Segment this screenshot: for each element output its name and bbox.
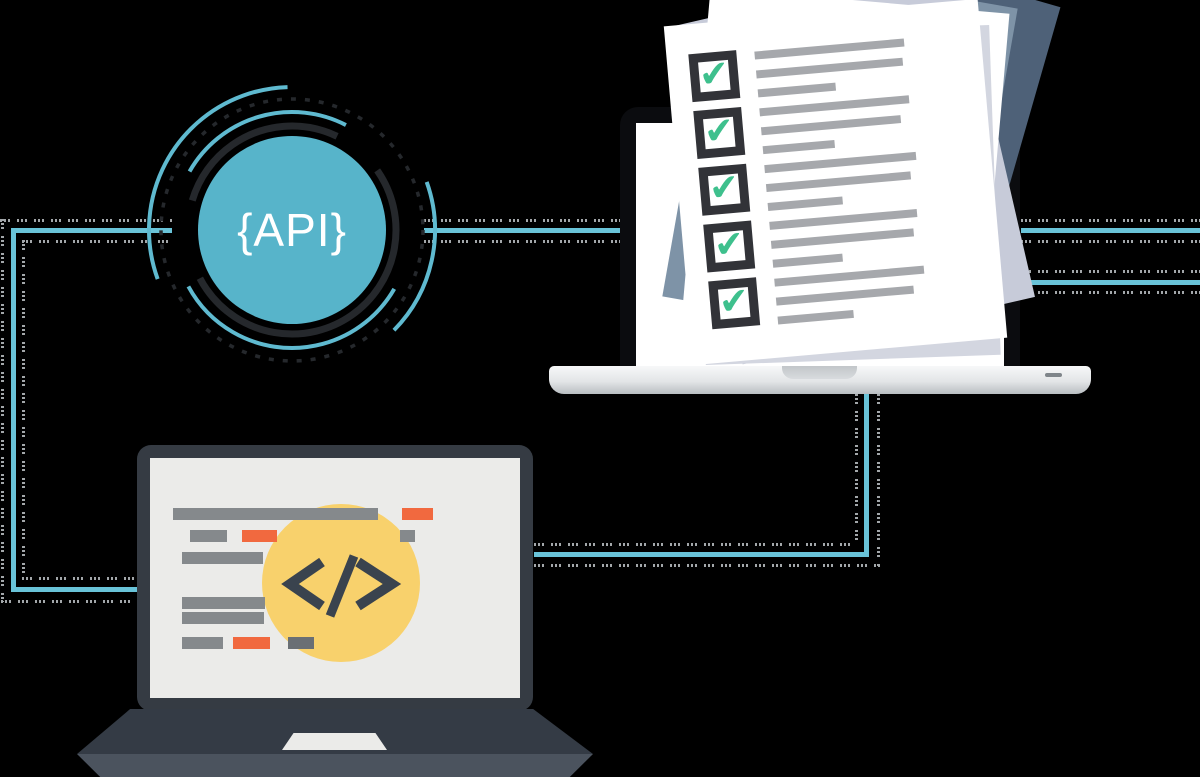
checklist-text-lines xyxy=(774,263,928,325)
text-line xyxy=(760,115,902,136)
checklist-text-lines xyxy=(769,206,921,268)
text-line xyxy=(765,171,912,193)
dashed-line xyxy=(424,240,621,243)
checkbox: ✔ xyxy=(708,277,761,330)
text-line xyxy=(769,209,918,230)
bottom-laptop-front-edge xyxy=(77,754,593,777)
top-laptop-base xyxy=(549,366,1091,394)
dashed-line xyxy=(534,564,880,567)
checklist-paper: ✔ ✔ ✔ ✔ ✔ xyxy=(663,0,1008,366)
code-bar xyxy=(182,552,263,564)
dashed-line xyxy=(22,577,137,580)
dashed-line xyxy=(1021,291,1200,294)
teal-line xyxy=(1021,228,1200,233)
code-bar xyxy=(233,637,270,649)
code-bar xyxy=(288,637,314,649)
code-badge xyxy=(262,504,420,662)
text-line xyxy=(767,196,843,211)
code-icon xyxy=(281,554,402,618)
api-badge-label: {API} xyxy=(237,204,347,256)
bottom-laptop-screen xyxy=(150,458,520,698)
text-line xyxy=(764,151,917,174)
code-bar xyxy=(190,530,227,542)
check-icon: ✔ xyxy=(702,109,736,154)
checkbox: ✔ xyxy=(703,220,756,273)
api-badge: {API} xyxy=(198,136,386,324)
check-icon: ✔ xyxy=(717,280,751,324)
code-bar xyxy=(402,508,433,520)
text-line xyxy=(772,253,843,268)
api-orbit-arcs-icon xyxy=(147,85,437,375)
teal-line xyxy=(11,587,137,592)
checklist-text-lines xyxy=(764,149,920,211)
text-line xyxy=(777,309,854,325)
dashed-line xyxy=(1,219,4,602)
dashed-line xyxy=(1021,270,1200,273)
check-icon: ✔ xyxy=(712,223,746,267)
dashed-line xyxy=(0,219,172,222)
code-bar xyxy=(182,597,265,609)
checkbox: ✔ xyxy=(698,163,751,216)
checklist-text-lines xyxy=(759,92,913,155)
checklist-rows: ✔ ✔ ✔ ✔ ✔ xyxy=(688,29,1004,330)
checklist-text-lines xyxy=(754,36,908,98)
text-line xyxy=(774,265,925,287)
dashed-line xyxy=(22,240,172,243)
code-bars xyxy=(150,458,520,698)
teal-line xyxy=(1021,280,1200,285)
teal-line xyxy=(864,394,869,557)
dashed-line xyxy=(877,394,880,568)
text-line xyxy=(762,139,836,155)
checkbox: ✔ xyxy=(693,106,746,159)
code-bar xyxy=(400,530,415,542)
code-bar xyxy=(182,612,264,624)
checkbox: ✔ xyxy=(688,50,741,103)
code-bar xyxy=(173,508,378,520)
teal-line xyxy=(11,228,16,592)
dashed-line xyxy=(424,219,621,222)
text-line xyxy=(754,38,905,60)
dashed-line xyxy=(1,600,137,603)
dashed-line xyxy=(855,394,858,546)
laptop-vent-dash xyxy=(1045,373,1062,377)
laptop-hinge-notch xyxy=(782,366,857,379)
dashed-line xyxy=(22,240,25,580)
check-icon: ✔ xyxy=(707,166,741,210)
teal-line xyxy=(424,228,621,233)
bottom-laptop-notch xyxy=(282,733,387,750)
code-bar xyxy=(242,530,277,542)
teal-line xyxy=(534,552,869,557)
text-line xyxy=(759,95,910,117)
teal-line xyxy=(11,228,172,233)
text-line xyxy=(770,228,915,249)
text-line xyxy=(757,82,837,98)
dashed-line xyxy=(534,543,856,546)
code-bar xyxy=(182,637,223,649)
dashed-line xyxy=(1021,240,1200,243)
text-line xyxy=(775,285,915,306)
check-icon: ✔ xyxy=(697,52,732,97)
text-line xyxy=(755,57,904,79)
dashed-line xyxy=(1021,219,1200,222)
